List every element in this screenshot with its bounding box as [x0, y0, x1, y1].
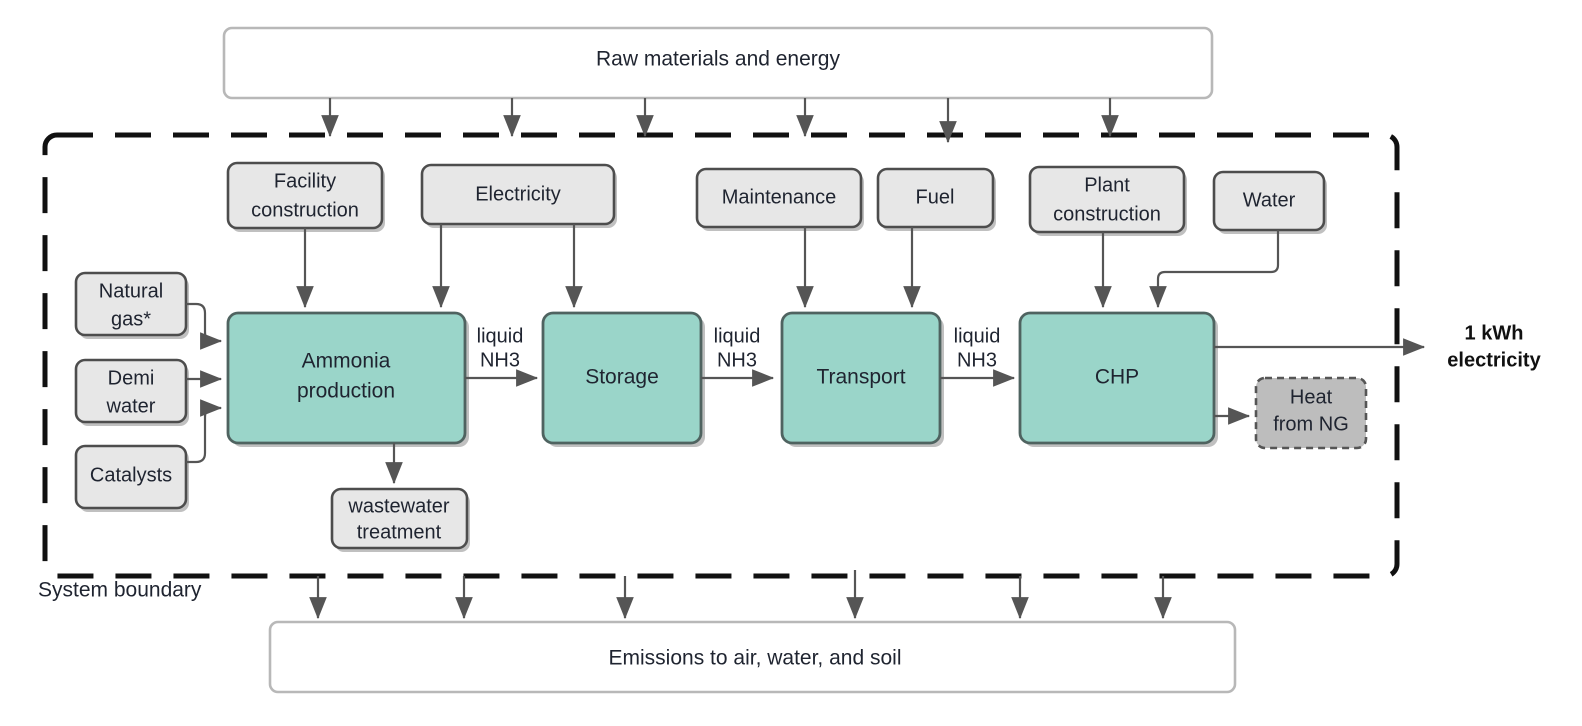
- emissions-rect: [268, 620, 1237, 694]
- raw-material-arrows: [321, 98, 1119, 144]
- transport-label-line1: Transport: [816, 366, 905, 389]
- wastewater-treatment-label-line2: treatment: [357, 521, 442, 543]
- output-label-line2: electricity: [1447, 349, 1541, 371]
- process-box-chp[interactable]: CHP: [1018, 311, 1218, 447]
- ammonia-production-rect: [226, 311, 467, 445]
- catalysts-label-line1: Catalysts: [90, 464, 172, 486]
- raw-materials-box: Raw materials and energy: [222, 26, 1214, 100]
- connector-natural-gas-to-ammonia: [186, 302, 223, 350]
- input-box-facility-construction[interactable]: Facility construction: [226, 161, 385, 232]
- water-label-line1: Water: [1243, 189, 1296, 211]
- chp-rect: [1018, 311, 1216, 445]
- wastewater-treatment-rect: [330, 487, 469, 550]
- raw-materials-rect: [222, 26, 1214, 100]
- byproduct-box-wastewater-treatment[interactable]: wastewater treatment: [330, 487, 470, 552]
- catalysts-rect: [74, 444, 188, 510]
- heat-from-ng-label-line1: Heat: [1290, 386, 1333, 408]
- emissions-label: Emissions to air, water, and soil: [609, 647, 902, 670]
- water-rect: [1212, 170, 1326, 232]
- input-box-maintenance[interactable]: Maintenance: [695, 167, 864, 231]
- plant-construction-label-line1: Plant: [1084, 174, 1130, 196]
- input-box-fuel[interactable]: Fuel: [876, 167, 996, 231]
- system-boundary-label: System boundary: [38, 579, 202, 602]
- wastewater-treatment-label-line1: wastewater: [347, 495, 449, 517]
- system-boundary-rect: [42, 132, 1400, 579]
- fuel-label-line1: Fuel: [916, 186, 955, 208]
- storage-label-line1: Storage: [585, 366, 659, 389]
- ammonia-production-label-line2: production: [297, 380, 395, 403]
- emission-arrows: [309, 570, 1172, 620]
- flow-label-2-line2: NH3: [717, 349, 757, 371]
- heat-from-ng-rect: [1254, 376, 1368, 450]
- byproduct-box-heat-from-ng[interactable]: Heat from NG: [1254, 376, 1368, 450]
- fuel-rect: [876, 167, 995, 229]
- facility-construction-label-line1: Facility: [274, 170, 336, 192]
- ammonia-production-label-line1: Ammonia: [302, 350, 391, 373]
- input-box-plant-construction[interactable]: Plant construction: [1028, 165, 1187, 236]
- demi-water-rect: [74, 358, 188, 424]
- natural-gas-label-line1: Natural: [99, 280, 163, 302]
- heat-from-ng-label-line2: from NG: [1273, 413, 1349, 435]
- input-box-electricity[interactable]: Electricity: [420, 163, 617, 228]
- emissions-box: Emissions to air, water, and soil: [268, 620, 1237, 694]
- maintenance-rect: [695, 167, 863, 229]
- input-box-demi-water[interactable]: Demi water: [74, 358, 189, 426]
- chp-label-line1: CHP: [1095, 366, 1139, 389]
- process-box-storage[interactable]: Storage: [541, 311, 705, 447]
- maintenance-label-line1: Maintenance: [722, 186, 837, 208]
- demi-water-label-line1: Demi: [108, 367, 155, 389]
- input-box-catalysts[interactable]: Catalysts: [74, 444, 189, 512]
- process-box-transport[interactable]: Transport: [780, 311, 944, 447]
- electricity-label-line1: Electricity: [475, 183, 561, 205]
- input-box-natural-gas[interactable]: Natural gas*: [74, 271, 189, 339]
- raw-materials-label: Raw materials and energy: [596, 48, 840, 71]
- natural-gas-label-line2: gas*: [111, 308, 151, 330]
- connector-water-to-chp: [1149, 230, 1280, 309]
- input-box-water[interactable]: Water: [1212, 170, 1327, 234]
- process-box-ammonia-production[interactable]: Ammonia production: [226, 311, 469, 447]
- flow-label-3-line2: NH3: [957, 349, 997, 371]
- facility-construction-label-line2: construction: [251, 199, 359, 221]
- output-label-line1: 1 kWh: [1465, 322, 1524, 344]
- plant-construction-label-line2: construction: [1053, 203, 1161, 225]
- demi-water-label-line2: water: [106, 395, 156, 417]
- flow-label-1-line1: liquid: [477, 325, 524, 347]
- flow-label-1-line2: NH3: [480, 349, 520, 371]
- flow-label-2-line1: liquid: [714, 325, 761, 347]
- flow-label-3-line1: liquid: [954, 325, 1001, 347]
- electricity-rect: [420, 163, 616, 226]
- connector-catalysts-to-ammonia: [186, 399, 223, 464]
- plant-construction-rect: [1028, 165, 1186, 234]
